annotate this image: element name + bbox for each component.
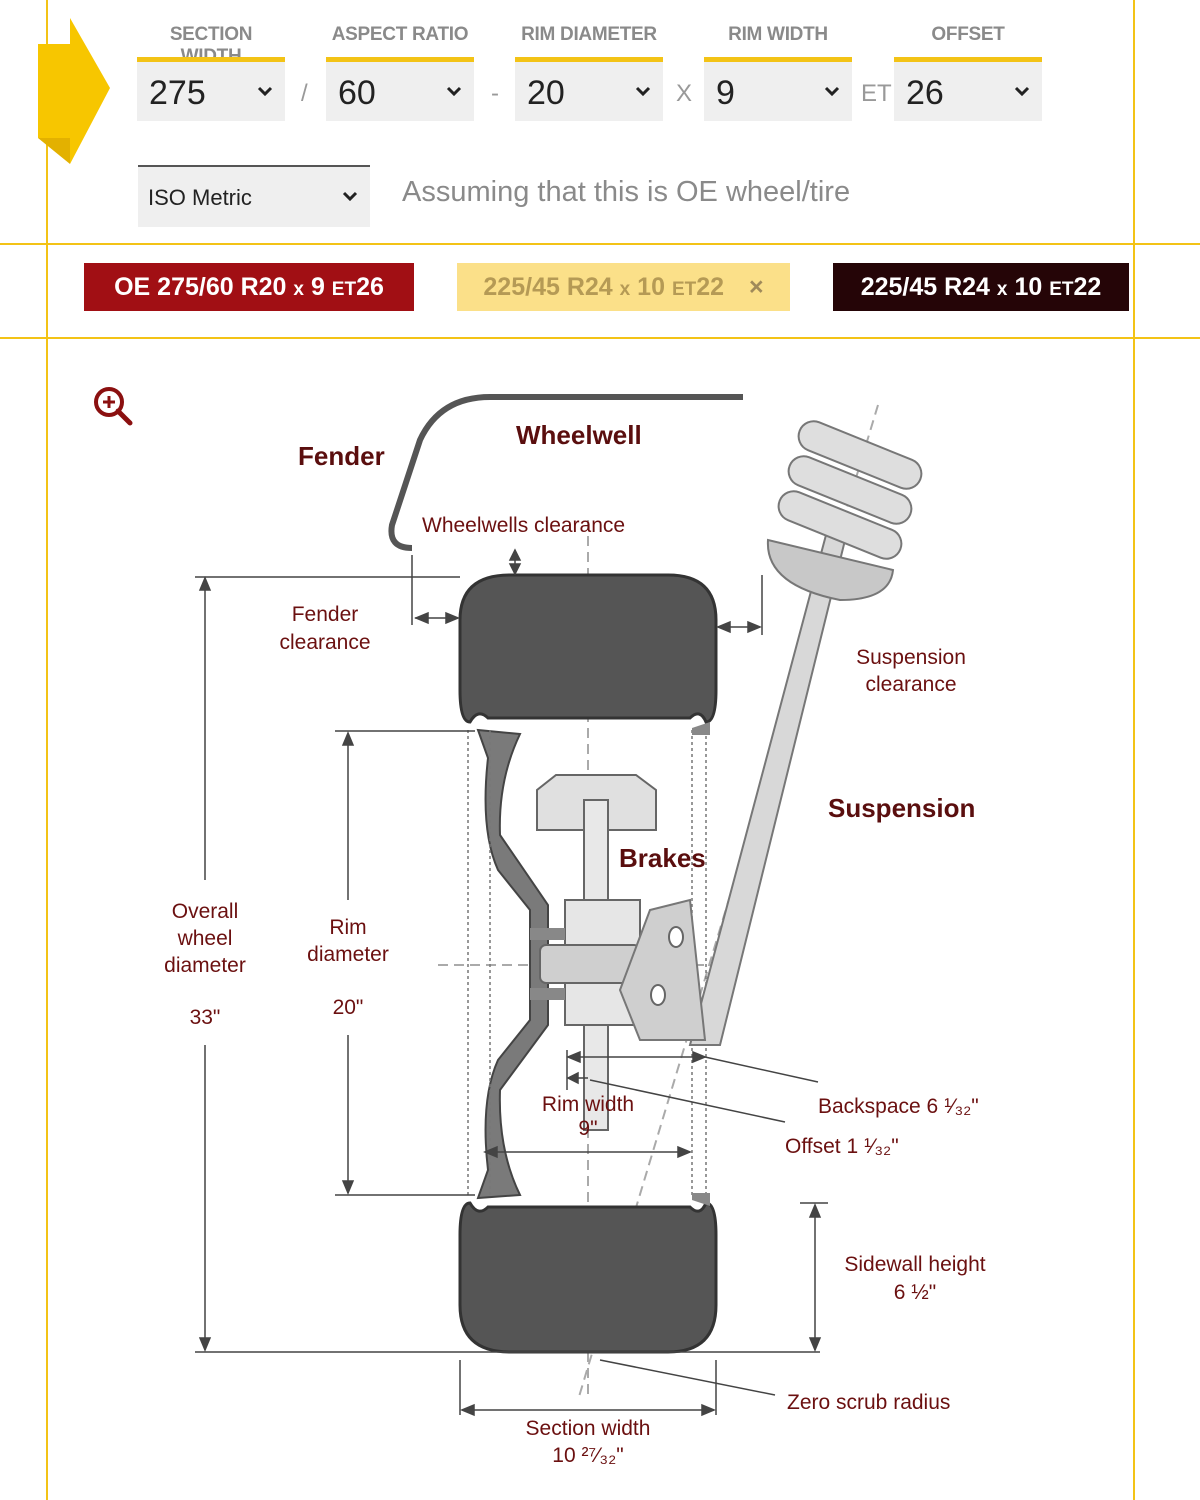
label-suspension: Suspension	[828, 793, 976, 823]
label-backspace: Backspace 6 ¹⁄₃₂"	[818, 1095, 979, 1118]
rim-diameter-value: 20	[527, 74, 565, 112]
chevron-down-icon	[1014, 86, 1030, 96]
oe-offset: 26	[356, 273, 384, 301]
label-rim-diameter-1: Rim	[329, 916, 367, 939]
cur-et: ET	[1049, 279, 1074, 300]
rim-width-label: RIM WIDTH	[728, 24, 828, 45]
oe-x: x	[293, 279, 304, 300]
label-suspension-clearance-2: clearance	[865, 673, 957, 696]
alternative-size-badge[interactable]: 225/45 R24 x 10 ET22 ×	[457, 263, 790, 311]
separator-x: X	[676, 80, 693, 107]
label-fender: Fender	[298, 441, 385, 471]
zoom-in-icon[interactable]	[92, 385, 134, 427]
rim-width-select[interactable]: 9	[704, 57, 852, 121]
aspect-ratio-select[interactable]: 60	[326, 57, 474, 121]
offset-label: OFFSET	[931, 24, 1005, 45]
label-rim-width: Rim width	[541, 1093, 635, 1116]
cur-x: x	[996, 279, 1008, 300]
coil-spring	[777, 420, 923, 560]
current-size-badge[interactable]: 225/45 R24 x 10 ET22	[833, 263, 1129, 311]
oe-width: 9	[310, 273, 325, 301]
unit-system-value: ISO Metric	[148, 185, 252, 210]
assumption-text: Assuming that this is OE wheel/tire	[402, 176, 851, 208]
offset-select[interactable]: 26	[894, 57, 1042, 121]
frame-line-left	[46, 0, 48, 1500]
label-overall-1: Overall	[171, 900, 239, 923]
alt-x: x	[619, 279, 631, 300]
oe-size-badge[interactable]: OE 275/60 R20 x 9 ET26	[84, 263, 414, 311]
frame-line-top	[0, 243, 1200, 245]
label-suspension-clearance-1: Suspension	[856, 646, 966, 669]
label-wheelwells-clearance: Wheelwells clearance	[422, 514, 626, 537]
alt-size: 225/45 R24	[483, 273, 613, 301]
rim-diameter-label: RIM DIAMETER	[521, 24, 657, 45]
aspect-ratio-value: 60	[338, 74, 376, 112]
label-overall-value: 33"	[189, 1006, 221, 1029]
label-sidewall-2: 6 ½"	[893, 1281, 937, 1304]
separator-et: ET	[861, 80, 892, 107]
label-rim-diameter-2: diameter	[307, 943, 389, 966]
frame-line-middle	[0, 337, 1200, 339]
label-overall-3: diameter	[164, 954, 246, 977]
rim-width-value: 9	[716, 74, 735, 112]
label-sidewall-1: Sidewall height	[844, 1253, 986, 1276]
separator-dash: -	[491, 80, 499, 107]
chevron-down-icon	[342, 191, 358, 201]
alt-offset: 22	[696, 273, 725, 301]
tire-bottom	[458, 1201, 718, 1354]
cur-size: 225/45 R24	[860, 273, 990, 301]
label-zero-scrub: Zero scrub radius	[787, 1391, 951, 1414]
label-section-width-1: Section width	[525, 1417, 651, 1440]
label-overall-2: wheel	[177, 927, 233, 950]
alt-et: ET	[671, 279, 697, 300]
offset-value: 26	[906, 74, 944, 112]
oe-et: ET	[331, 279, 357, 300]
rim-diameter-select[interactable]: 20	[515, 57, 663, 121]
oe-size: 275/60 R20	[157, 273, 287, 301]
chevron-down-icon	[824, 86, 840, 96]
section-width-select[interactable]: 275	[137, 57, 285, 121]
chevron-down-icon	[257, 86, 273, 96]
label-fender-clearance-1: Fender	[291, 603, 359, 626]
fender-outline	[388, 394, 743, 551]
label-wheelwell: Wheelwell	[516, 420, 642, 450]
arrow-right-icon	[38, 18, 110, 164]
oe-prefix: OE	[114, 273, 151, 301]
label-fender-clearance-2: clearance	[279, 631, 371, 654]
label-brakes: Brakes	[619, 843, 706, 873]
label-rim-width-value: 9"	[578, 1117, 598, 1140]
rim-profile	[476, 728, 549, 1200]
alt-width: 10	[637, 273, 665, 301]
frame-line-right	[1133, 0, 1135, 1500]
cur-offset: 22	[1073, 273, 1102, 301]
label-offset: Offset 1 ¹⁄₃₂"	[785, 1135, 899, 1158]
chevron-down-icon	[446, 86, 462, 96]
label-section-width-2: 10 ²⁷⁄₃₂"	[552, 1444, 624, 1467]
label-rim-diameter-value: 20"	[332, 996, 364, 1019]
section-width-value: 275	[149, 74, 206, 112]
cur-width: 10	[1014, 273, 1043, 301]
close-icon[interactable]: ×	[748, 273, 764, 301]
unit-system-select[interactable]: ISO Metric	[138, 165, 370, 227]
spring-seat	[766, 538, 895, 602]
chevron-down-icon	[635, 86, 651, 96]
aspect-ratio-label: ASPECT RATIO	[331, 24, 469, 45]
separator-slash: /	[301, 80, 308, 107]
tire-top	[458, 573, 718, 724]
